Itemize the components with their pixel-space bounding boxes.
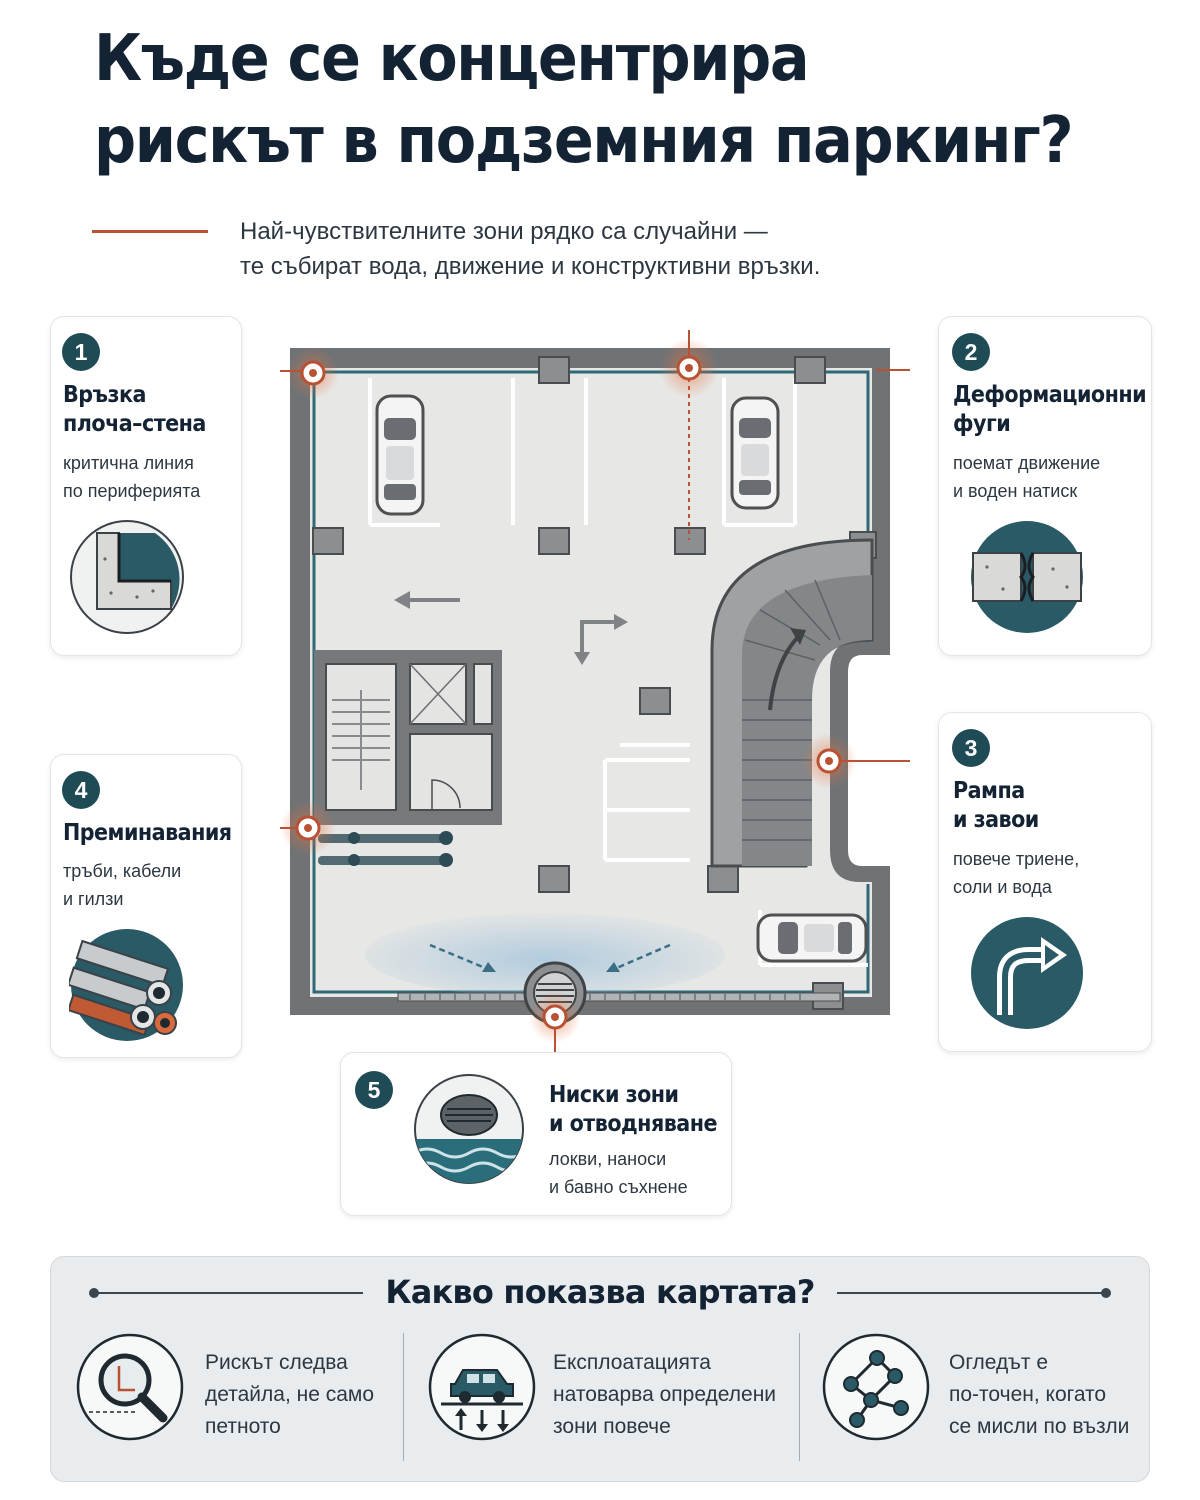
hotspot-5 [529, 991, 581, 1052]
car-load-icon [428, 1333, 536, 1441]
zone-desc-5-line-2: и бавно съхнене [549, 1177, 688, 1197]
zone-desc-2-line-1: поемат движение [953, 453, 1101, 473]
magnifier-detail-icon [76, 1333, 184, 1441]
zone-badge-1: 1 [62, 333, 100, 371]
zone-desc-1-line-1: критична линия [63, 453, 194, 473]
page-title: Къде се концентрира рискът в подземния п… [94, 18, 1074, 182]
summary-text-3-line-3: се мисли по възли [949, 1415, 1130, 1438]
car-top-right [730, 396, 780, 510]
summary-text-2: Експлоатацията натоварва определени зони… [553, 1347, 776, 1443]
zone-title-5: Ниски зони и отводняване [549, 1081, 718, 1139]
subtitle: Най-чувствителните зони рядко са случайн… [240, 214, 820, 284]
zone-desc-1-line-2: по периферията [63, 481, 201, 501]
summary-text-1-line-2: детайла, не само [205, 1383, 375, 1406]
hotspot-3 [801, 733, 910, 789]
zone-card-3: 3 Рампа и завои повече триене, соли и во… [938, 712, 1152, 1052]
zone-badge-3: 3 [952, 729, 990, 767]
zone-title-4: Преминавания [63, 819, 232, 848]
zone-badge-5: 5 [355, 1071, 393, 1109]
pipes-icon [69, 929, 183, 1041]
stair-elevator-core [314, 650, 502, 825]
zone-desc-4-line-1: тръби, кабели [63, 861, 182, 881]
zone-title-5-line-1: Ниски зони [549, 1082, 679, 1108]
summary-text-2-line-3: зони повече [553, 1415, 671, 1438]
zone-desc-5: локви, наноси и бавно съхнене [549, 1145, 688, 1201]
subtitle-line-1: Най-чувствителните зони рядко са случайн… [240, 218, 768, 245]
zone-badge-2: 2 [952, 333, 990, 371]
zone-desc-1: критична линия по периферията [63, 449, 200, 505]
pipe-penetrations [318, 831, 453, 867]
car-top-left [375, 394, 425, 516]
summary-text-2-line-1: Експлоатацията [553, 1351, 711, 1374]
expansion-joint-icon [971, 521, 1083, 633]
zone-desc-2: поемат движение и воден натиск [953, 449, 1100, 505]
zone-desc-2-line-2: и воден натиск [953, 481, 1078, 501]
summary-text-1-line-1: Рискът следва [205, 1351, 348, 1374]
summary-panel: Какво показва картата? Рискът следва дет… [50, 1256, 1150, 1482]
water-flow-arrows [429, 943, 671, 972]
water-arrowhead-right [606, 962, 620, 972]
parking-stalls [368, 378, 868, 967]
summary-title: Какво показва картата? [385, 1273, 815, 1311]
zone-title-2-line-2: фуги [953, 411, 1011, 437]
zone-title-3-line-2: и завои [953, 807, 1039, 833]
zone-card-4: 4 Преминавания тръби, кабели и гилзи [50, 754, 242, 1058]
drain-water-icon [414, 1074, 524, 1184]
zone-title-2-line-1: Деформационни [953, 382, 1147, 408]
zone-card-2: 2 Деформационни фуги поемат движение и в… [938, 316, 1152, 656]
zone-title-5-line-2: и отводняване [549, 1111, 718, 1137]
zone-desc-3-line-1: повече триене, [953, 849, 1080, 869]
turn-arrow-icon [971, 917, 1083, 1029]
zone-title-1-line-2: плоча–стена [63, 411, 206, 437]
drain-grate-slots [409, 994, 801, 1000]
car-bottom-right [756, 913, 868, 963]
zone-title-1-line-1: Връзка [63, 382, 147, 408]
network-nodes-icon [822, 1333, 930, 1441]
zone-desc-4: тръби, кабели и гилзи [63, 857, 181, 913]
zone-desc-4-line-2: и гилзи [63, 889, 124, 909]
drain-channel [397, 992, 841, 1002]
zone-card-1: 1 Връзка плоча–стена критична линия по п… [50, 316, 242, 656]
rule-dot-right [1101, 1288, 1111, 1298]
zone-title-3: Рампа и завои [953, 777, 1039, 835]
zone-desc-5-line-1: локви, наноси [549, 1149, 667, 1169]
columns [312, 356, 877, 1010]
summary-text-3-line-2: по-точен, когато [949, 1383, 1107, 1406]
ramp-grooves [742, 579, 841, 841]
zone-desc-3-line-2: соли и вода [953, 877, 1052, 897]
zone-title-3-line-1: Рампа [953, 778, 1025, 804]
summary-text-3: Огледът е по-точен, когато се мисли по в… [949, 1347, 1129, 1443]
separator-1 [403, 1333, 404, 1461]
zone-desc-3: повече триене, соли и вода [953, 845, 1079, 901]
slab-wall-joint-icon [70, 520, 184, 634]
parking-floor-plan [280, 330, 910, 1052]
separator-2 [799, 1333, 800, 1461]
zone-title-2: Деформационни фуги [953, 381, 1147, 439]
summary-text-1: Рискът следва детайла, не само петното [205, 1347, 374, 1443]
zone-badge-4: 4 [62, 771, 100, 809]
subtitle-line-2: те събират вода, движение и конструктивн… [240, 253, 821, 280]
summary-text-2-line-2: натоварва определени [553, 1383, 777, 1406]
zone-title-1: Връзка плоча–стена [63, 381, 206, 439]
ramp-arrowhead [790, 628, 806, 645]
summary-text-1-line-3: петното [205, 1415, 281, 1438]
floor-direction-arrows [394, 591, 628, 665]
zone-card-5: 5 Ниски зони и отводняване локви, наноси… [340, 1052, 732, 1216]
accent-line [92, 230, 208, 233]
ramp-arrow [768, 633, 802, 711]
summary-text-3-line-1: Огледът е [949, 1351, 1049, 1374]
page-title-line-1: Къде се концентрира [94, 22, 810, 96]
hotspot-4 [280, 800, 336, 856]
page-title-line-2: рискът в подземния паркинг? [94, 104, 1074, 178]
water-puddle [365, 913, 725, 997]
rule-right [837, 1292, 1107, 1294]
zone-title-4-line-1: Преминавания [63, 820, 232, 846]
hotspot-2 [659, 330, 910, 398]
hotspot-1 [280, 347, 339, 399]
water-arrowhead-left [482, 962, 496, 972]
rule-left [93, 1292, 363, 1294]
